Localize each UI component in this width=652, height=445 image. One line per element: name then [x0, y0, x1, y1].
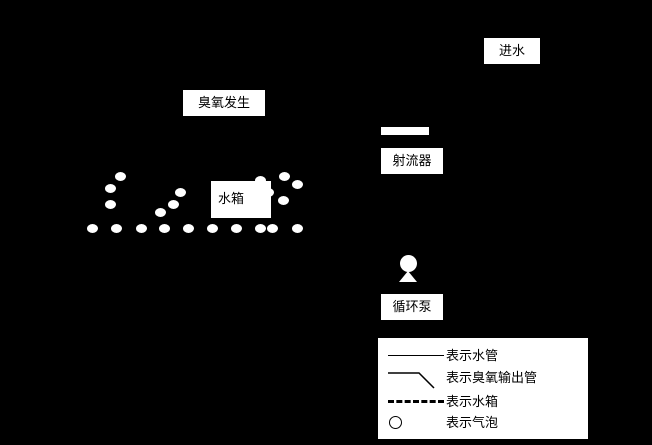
legend-label: 表示气泡 — [446, 415, 499, 431]
legend-row: 表示水管 — [386, 345, 498, 367]
bubble-icon — [279, 172, 290, 181]
legend-box: 表示水管 表示臭氧输出管 表示水箱 表示气泡 — [378, 338, 588, 439]
bubble-icon — [231, 224, 242, 233]
bubble-icon — [263, 188, 274, 197]
bubble-icon — [253, 200, 264, 209]
bubble-icon — [175, 188, 186, 197]
bubble-icon — [207, 224, 218, 233]
bubble-icon — [105, 184, 116, 193]
legend-solid-line-icon — [386, 345, 446, 367]
legend-label: 表示臭氧输出管 — [446, 370, 538, 386]
ejector-bar-icon — [381, 127, 429, 135]
legend-dashed-line-icon — [386, 391, 446, 413]
bubble-icon — [168, 200, 179, 209]
bubble-icon — [155, 208, 166, 217]
bubble-icon — [115, 172, 126, 181]
legend-bubble-circle-icon — [386, 412, 446, 434]
legend-label: 表示水箱 — [446, 394, 499, 410]
bubble-icon — [111, 224, 122, 233]
label-circulation-pump: 循环泵 — [381, 294, 443, 320]
legend-row: 表示臭氧输出管 — [386, 367, 537, 389]
bubble-icon — [183, 224, 194, 233]
label-ozone-generator: 臭氧发生 — [183, 90, 265, 116]
bubble-icon — [87, 224, 98, 233]
bubble-icon — [292, 180, 303, 189]
legend-row: 表示水箱 — [386, 391, 498, 413]
label-ejector: 射流器 — [381, 148, 443, 174]
legend-row: 表示气泡 — [386, 412, 498, 434]
bubble-icon — [136, 224, 147, 233]
bubble-icon — [255, 176, 266, 185]
bubble-icon — [159, 224, 170, 233]
bubble-icon — [292, 224, 303, 233]
bubble-icon — [255, 224, 266, 233]
bubble-icon — [105, 200, 116, 209]
pump-circle-icon — [400, 255, 417, 272]
bubble-icon — [267, 224, 278, 233]
bubble-icon — [278, 196, 289, 205]
legend-label: 表示水管 — [446, 348, 499, 364]
label-water-tank: 水箱 — [211, 181, 271, 218]
pump-triangle-icon — [399, 271, 417, 282]
label-inlet: 进水 — [484, 38, 540, 64]
legend-bent-line-icon — [386, 367, 446, 389]
